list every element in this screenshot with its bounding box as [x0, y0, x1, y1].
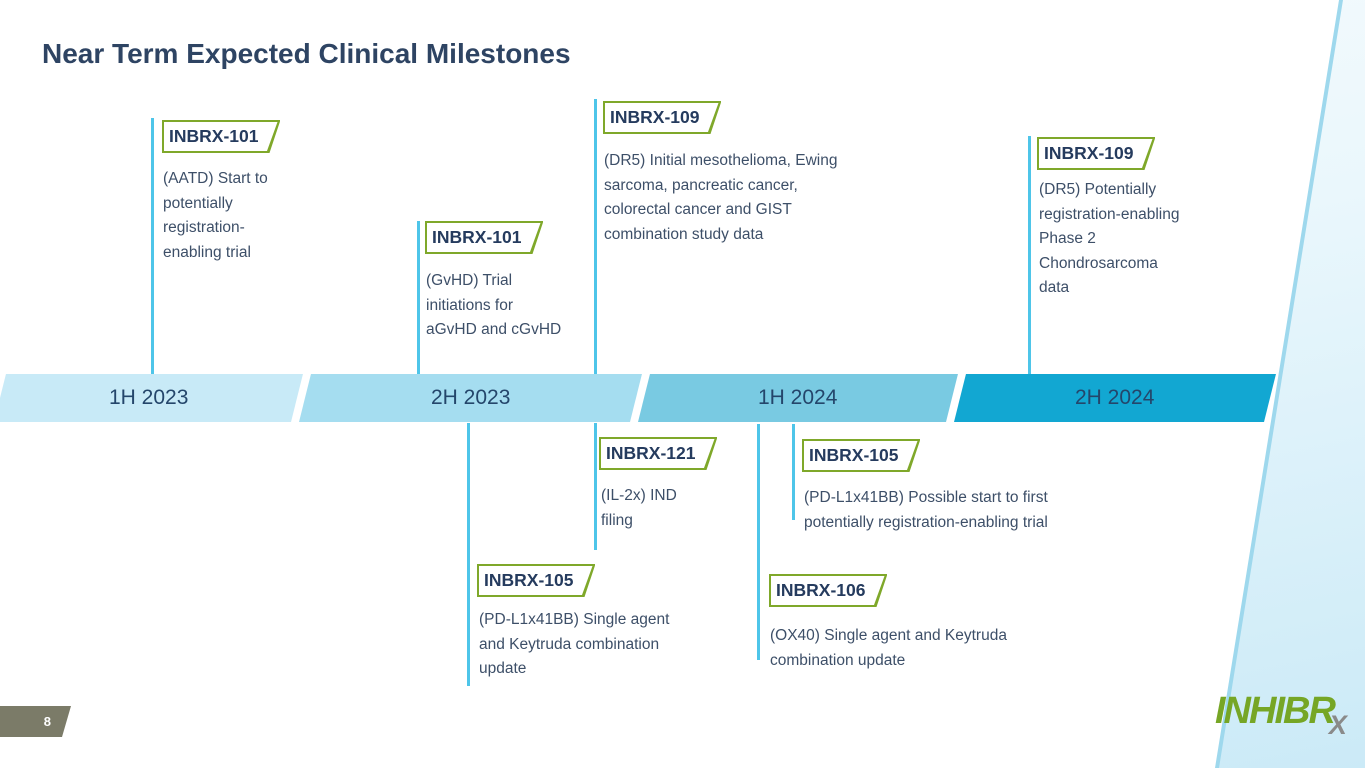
- page-title: Near Term Expected Clinical Milestones: [42, 38, 571, 69]
- timeline-label: 2H 2024: [1075, 386, 1155, 409]
- milestone-tag-inbrx-109-dr5: INBRX-109: [603, 101, 721, 134]
- timeline-label: 2H 2023: [430, 386, 511, 409]
- timeline-label: 1H 2024: [758, 386, 838, 409]
- milestone-tag-inbrx-101-aatd: INBRX-101: [162, 120, 280, 153]
- milestone-tag-label: INBRX-105: [809, 445, 899, 465]
- timeline-label: 1H 2023: [108, 386, 189, 409]
- inhibrx-logo: INHIBRX: [1215, 690, 1347, 740]
- connector-line: [792, 424, 795, 520]
- milestone-tag-label: INBRX-109: [1044, 143, 1134, 163]
- connector-line: [1028, 136, 1031, 374]
- page-number: 8: [43, 714, 51, 729]
- connector-line: [594, 423, 597, 550]
- milestone-desc: (OX40) Single agent and Keytruda combina…: [770, 627, 1007, 669]
- timeline-bar: 1H 2023 2H 2023 1H 2024 2H 2024: [0, 374, 1365, 422]
- milestone-desc: (AATD) Start to potentially registration…: [163, 170, 268, 261]
- timeline-segment-2h-2023: 2H 2023: [299, 374, 642, 422]
- milestone-tag-inbrx-109-chondrosarcoma: INBRX-109: [1037, 137, 1155, 170]
- milestone-desc: (PD-L1x41BB) Possible start to first pot…: [804, 489, 1048, 531]
- milestone-tag-label: INBRX-121: [606, 443, 696, 463]
- milestone-tag-label: INBRX-105: [484, 570, 574, 590]
- connector-line: [151, 118, 154, 374]
- page-number-badge: 8: [0, 706, 71, 737]
- timeline-segment-2h-2024: 2H 2024: [954, 374, 1276, 422]
- milestone-desc: (IL-2x) IND filing: [601, 487, 677, 529]
- connector-line: [467, 423, 470, 686]
- connector-line: [757, 424, 760, 660]
- connector-line: [594, 99, 597, 374]
- connector-line: [417, 221, 420, 374]
- milestone-tag-label: INBRX-101: [169, 126, 259, 146]
- milestone-desc: (DR5) Potentially registration-enabling …: [1039, 181, 1180, 296]
- milestone-tag-label: INBRX-109: [610, 107, 700, 127]
- timeline-segment-1h-2023: 1H 2023: [0, 374, 303, 422]
- milestone-tag-inbrx-105-update: INBRX-105: [477, 564, 595, 597]
- milestone-tag-inbrx-121: INBRX-121: [599, 437, 717, 470]
- milestone-tag-label: INBRX-101: [432, 227, 522, 247]
- milestone-tag-inbrx-106: INBRX-106: [769, 574, 887, 607]
- milestone-tag-inbrx-101-gvhd: INBRX-101: [425, 221, 543, 254]
- timeline-segment-1h-2024: 1H 2024: [638, 374, 958, 422]
- milestone-desc: (DR5) Initial mesothelioma, Ewing sarcom…: [604, 152, 838, 243]
- logo-text: INHIBR: [1215, 690, 1336, 732]
- milestone-desc: (PD-L1x41BB) Single agent and Keytruda c…: [479, 611, 670, 677]
- milestone-desc: (GvHD) Trial initiations for aGvHD and c…: [426, 272, 562, 338]
- milestone-tag-label: INBRX-106: [776, 580, 866, 600]
- logo-x: X: [1328, 710, 1347, 740]
- milestone-tag-inbrx-105-trial: INBRX-105: [802, 439, 920, 472]
